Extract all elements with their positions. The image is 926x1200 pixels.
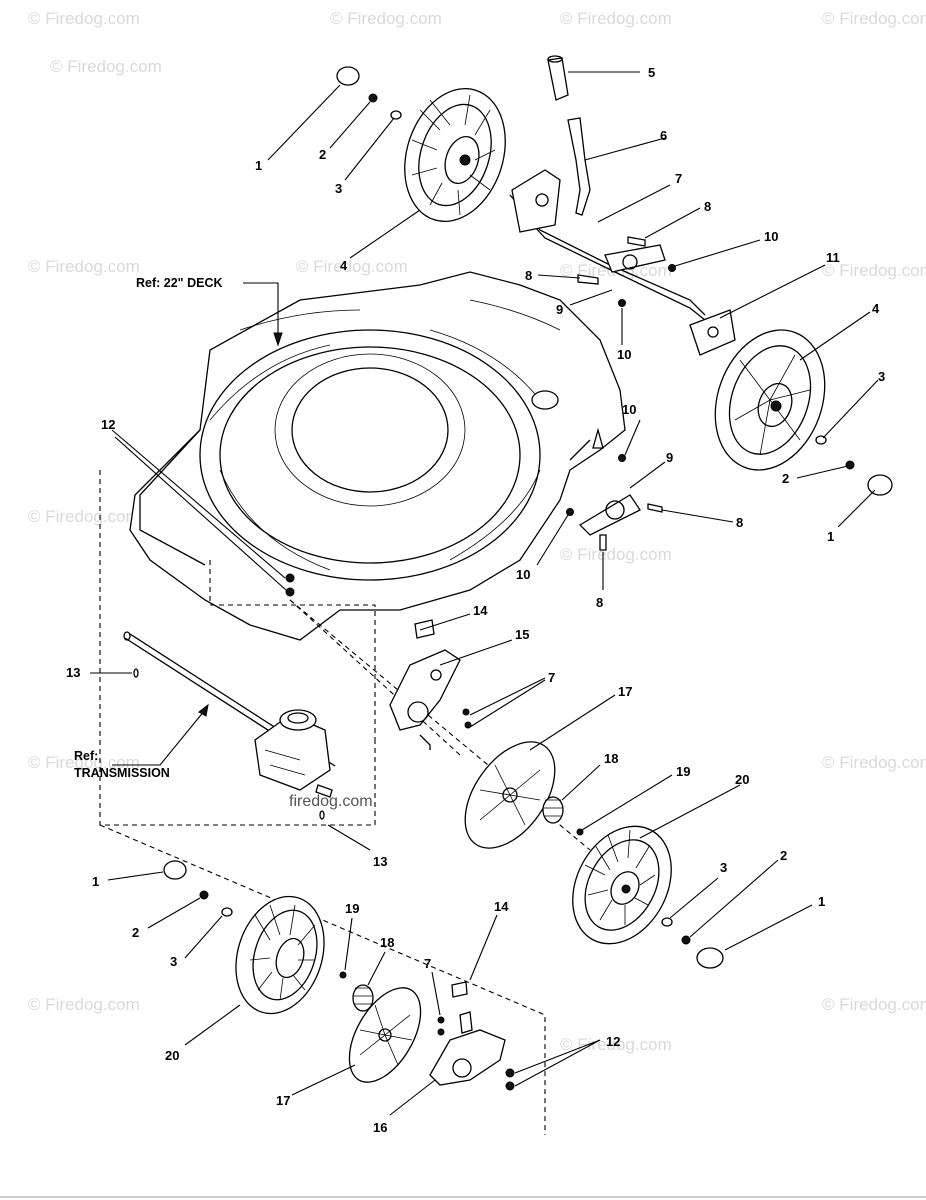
callout-label: 13 [373,854,387,869]
transmission-reference: Ref: TRANSMISSION [74,749,170,780]
washer-right [815,435,827,445]
callout-label: 10 [617,347,631,362]
washer-bottom-right [661,917,673,927]
callout-label: 19 [676,764,690,779]
callout-label: 1 [255,158,262,173]
hubcap-top [336,66,360,86]
height-bracket-15 [389,619,472,750]
hubcap-bottom-left [163,860,187,880]
callout-label: 2 [780,848,787,863]
callout-label: 12 [101,417,115,432]
callout-label: 9 [556,302,563,317]
wheel-rear-right [714,329,826,471]
callout-label: 20 [165,1048,179,1063]
watermark: © Firedog.com [28,9,140,28]
callout-label: 2 [132,925,139,940]
watermark: © Firedog.com [822,9,926,28]
callout-label: 3 [720,860,727,875]
watermark: © Firedog.com [560,1035,672,1054]
wheel-front-left [235,895,325,1015]
callout-label: 8 [704,199,711,214]
callout-label: 18 [380,935,394,950]
callout-label: 4 [872,301,880,316]
callout-label: 17 [276,1093,290,1108]
callout-label: 10 [764,229,778,244]
callout-label: 3 [170,954,177,969]
callout-label: 2 [319,147,326,162]
callout-label: 19 [345,901,359,916]
washer-top [390,110,402,120]
callout-label: 8 [596,595,603,610]
callout-label: 20 [735,772,749,787]
nut-top [368,93,378,103]
ref-transmission-label-1: Ref: [74,749,98,763]
watermark: © Firedog.com [28,257,140,276]
watermark: © Firedog.com [330,9,442,28]
bolts-12-upper [285,573,295,597]
nut-bottom-right [681,935,691,945]
gear-upper [542,796,584,836]
callout-label: 17 [618,684,632,699]
watermark: © Firedog.com [28,995,140,1014]
callout-label: 15 [515,627,529,642]
callout-label: 13 [66,665,80,680]
callout-label: 9 [666,450,673,465]
callout-label: 5 [648,65,655,80]
watermark: © Firedog.com [296,257,408,276]
leader-lines [90,71,879,1116]
watermark: © Firedog.com [822,995,926,1014]
callout-label: 8 [736,515,743,530]
callout-label: 16 [373,1120,387,1135]
callout-label: 1 [818,894,825,909]
watermark: © Firedog.com [822,753,926,772]
center-watermark: firedog.com [289,793,373,810]
watermark: © Firedog.com [50,57,162,76]
wheel-shield-upper [464,741,556,849]
callout-labels: 1 2 3 4 5 6 7 8 8 10 9 10 11 4 3 2 1 10 … [66,65,885,1135]
callout-label: 12 [606,1034,620,1049]
watermark: © Firedog.com [822,261,926,280]
callout-label: 7 [548,670,555,685]
callout-label: 14 [494,899,509,914]
callout-label: 2 [782,471,789,486]
deck-reference: Ref: 22" DECK [136,276,283,347]
wheel-front-right [572,825,672,945]
callout-label: 14 [473,603,488,618]
callout-label: 7 [424,956,431,971]
callout-label: 6 [660,128,667,143]
washer-bottom-left [221,907,233,917]
ref-transmission-label-2: TRANSMISSION [74,766,170,780]
callout-label: 11 [826,250,840,265]
ref-deck-label: Ref: 22" DECK [136,276,223,290]
callout-label: 3 [335,181,342,196]
height-bracket-right [566,427,663,551]
lower-height-assembly [339,971,515,1091]
callout-label: 8 [525,268,532,283]
watermark-layer: © Firedog.com © Firedog.com © Firedog.co… [28,9,926,1054]
callout-label: 4 [340,258,348,273]
callout-label: 18 [604,751,618,766]
nut-bottom-left [199,890,209,900]
watermark: © Firedog.com [560,545,672,564]
mower-deck [129,271,626,641]
callout-label: 7 [675,171,682,186]
watermark: © Firedog.com [28,507,140,526]
nut-right [845,460,855,470]
callout-label: 1 [827,529,834,544]
hubcap-right [867,474,893,496]
transmission [254,709,333,798]
rear-axle-assembly [509,55,736,356]
callout-label: 3 [878,369,885,384]
callout-label: 10 [622,402,636,417]
wheel-rear-left [404,87,506,223]
callout-label: 10 [516,567,530,582]
watermark: © Firedog.com [560,9,672,28]
hubcap-bottom-right [696,947,724,969]
watermark: © Firedog.com [28,753,140,772]
callout-label: 1 [92,874,99,889]
